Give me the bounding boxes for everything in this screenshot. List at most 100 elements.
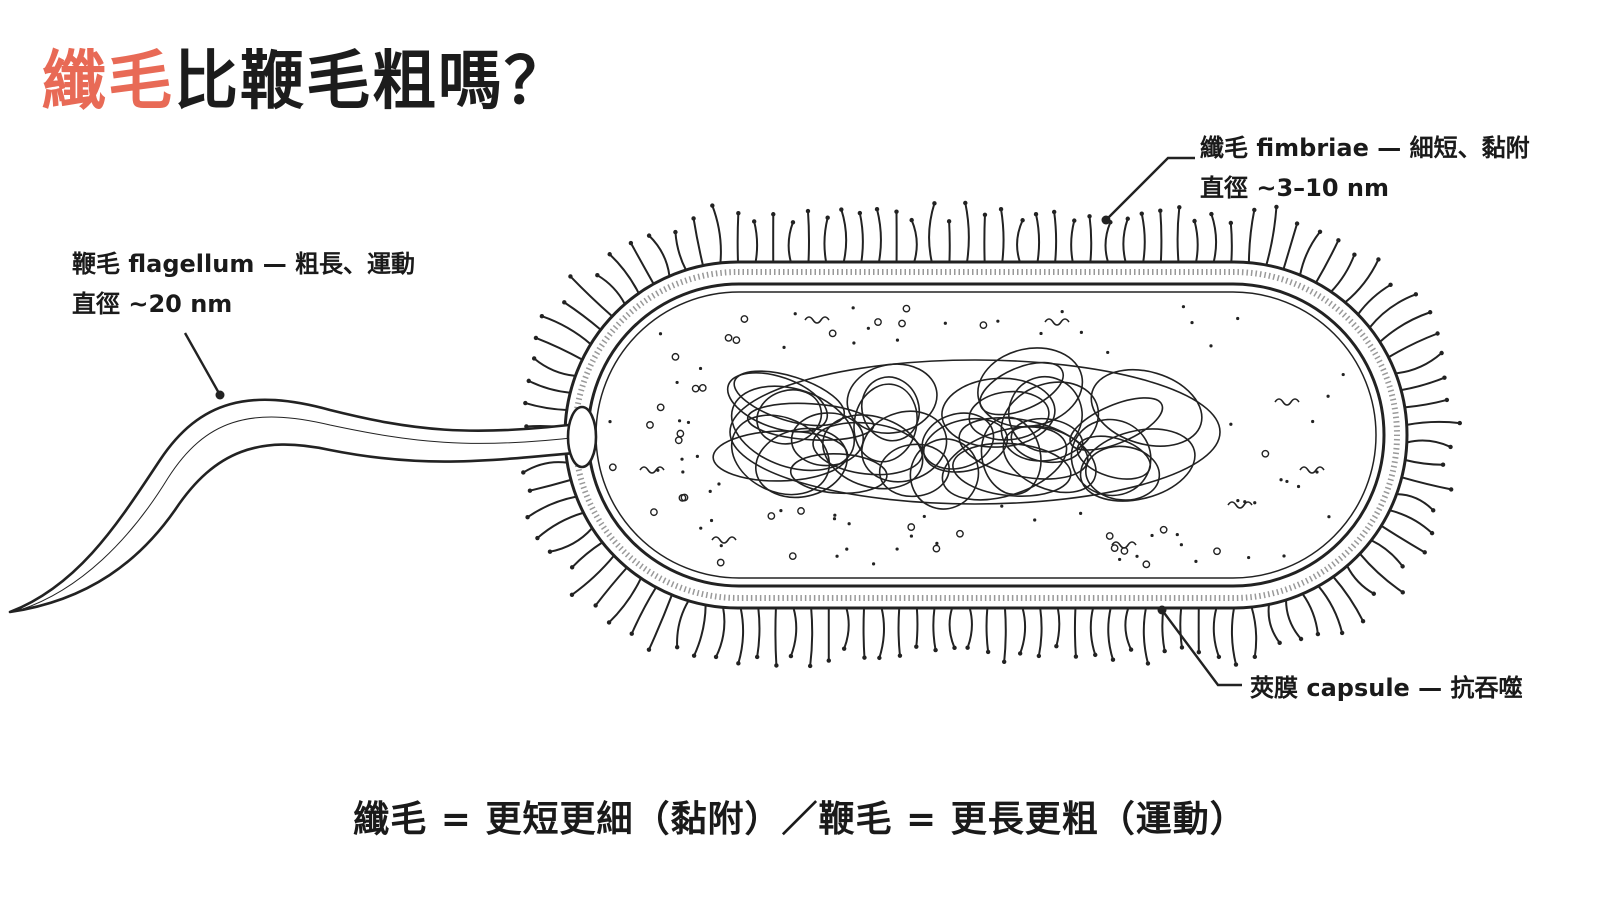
plasmid-squiggle: [1299, 466, 1325, 474]
page-title: 纖毛比鞭毛粗嗎？: [42, 30, 570, 122]
fimbria-tip: [909, 217, 914, 223]
ribosome: [698, 384, 707, 392]
fimbria-tip: [1360, 618, 1366, 624]
granule: [1179, 543, 1183, 547]
fimbria-tip: [569, 565, 575, 570]
dna-loop: [789, 452, 888, 495]
ribosome: [1105, 532, 1114, 540]
granule: [847, 522, 851, 526]
plasmid-squiggles: [639, 316, 1325, 549]
fimbria: [809, 607, 814, 667]
flagellum: [8, 398, 587, 614]
fimbria-tip: [691, 653, 697, 658]
ribosome: [680, 493, 689, 502]
flagellum-label-line1: 鞭毛 flagellum — 粗長、運動: [72, 250, 416, 278]
fimbria-tip: [1017, 651, 1023, 656]
dna-loop: [1085, 445, 1161, 501]
fimbria-tip: [1192, 218, 1197, 224]
capsule-label: 莢膜 capsule — 抗吞噬: [1250, 668, 1523, 708]
fimbria-tip: [1444, 397, 1450, 403]
dna-loop: [756, 389, 823, 445]
fimbria: [571, 541, 603, 568]
granule: [719, 544, 723, 548]
fimbria-tip: [1442, 375, 1447, 380]
ribosome: [1142, 560, 1151, 569]
fimbria: [1404, 459, 1444, 466]
fimbria: [1053, 211, 1058, 263]
granule: [1150, 533, 1154, 538]
fimbria-tip: [914, 644, 919, 649]
fimbria: [1359, 553, 1404, 594]
dna-loop: [812, 421, 924, 476]
fimbria: [536, 511, 584, 539]
fimbria: [1016, 219, 1024, 263]
fimbria-tip: [1457, 420, 1462, 426]
fimbria-tip: [982, 212, 988, 217]
fimbria: [753, 221, 759, 263]
fimbria: [1107, 607, 1114, 661]
fimbria: [928, 203, 936, 263]
fimbria-tip: [569, 592, 575, 597]
summary-caption: 纖毛 = 更短更細（黏附）／鞭毛 = 更長更粗（運動）: [353, 799, 1247, 840]
dna-loop: [1010, 417, 1084, 464]
fimbria: [1210, 213, 1218, 263]
fimbria-tip: [1440, 462, 1446, 467]
fimbria: [1344, 258, 1380, 304]
fimbria-tip: [1233, 662, 1239, 667]
fimbria-tip: [807, 663, 813, 669]
granule: [1118, 557, 1122, 562]
granule: [782, 345, 786, 349]
granule: [871, 562, 876, 566]
fimbria-tip: [595, 273, 600, 278]
fimbria: [596, 274, 626, 305]
ribosome: [932, 544, 941, 553]
ribosome: [676, 429, 685, 438]
nucleoid: [712, 347, 1221, 510]
granule: [675, 380, 679, 385]
fimbria: [910, 219, 918, 263]
fimbria: [676, 600, 690, 648]
fimbria: [1230, 607, 1237, 665]
fimbria-tip: [839, 207, 844, 212]
fimbria: [1104, 221, 1112, 263]
granule: [833, 513, 837, 517]
fimbria-tip: [825, 215, 830, 220]
granule: [686, 420, 691, 425]
fimbria: [1124, 607, 1132, 651]
flagellum-label-line2: 直徑 ~20 nm: [72, 290, 233, 318]
fimbria: [1140, 213, 1146, 263]
fimbriae-label-line2: 直徑 ~3–10 nm: [1200, 174, 1390, 202]
fimbria-tip: [1020, 218, 1025, 223]
ribosome: [797, 507, 805, 515]
granule: [1060, 310, 1064, 314]
granule: [1175, 532, 1179, 537]
fimbria-tip: [1422, 550, 1427, 555]
granule: [1000, 504, 1004, 508]
granule: [1194, 559, 1198, 563]
fimbria: [608, 253, 640, 294]
ribosome: [907, 523, 916, 531]
fimbria: [648, 234, 671, 277]
fimbria: [1247, 209, 1256, 263]
granule: [677, 419, 682, 423]
granule: [698, 366, 703, 371]
fimbriae-tips: [504, 200, 1462, 669]
ribosome: [650, 508, 658, 517]
fimbria-tip: [646, 233, 652, 238]
fimbria-tip: [593, 603, 598, 608]
fimbria: [1073, 607, 1077, 657]
fimbria-tip: [1093, 652, 1098, 658]
ribosome: [767, 512, 776, 520]
fimbria-tip: [521, 470, 526, 475]
ribosome: [608, 463, 617, 472]
fimbria-tip: [523, 400, 528, 406]
dna-loop: [730, 385, 856, 472]
fimbria-tip: [754, 654, 760, 660]
fimbria: [1332, 576, 1364, 622]
ribosome: [898, 319, 906, 328]
dna-loop: [790, 412, 865, 467]
fimbria: [1400, 376, 1445, 392]
fimbria: [1176, 207, 1181, 263]
fimbria-tip: [963, 200, 968, 206]
